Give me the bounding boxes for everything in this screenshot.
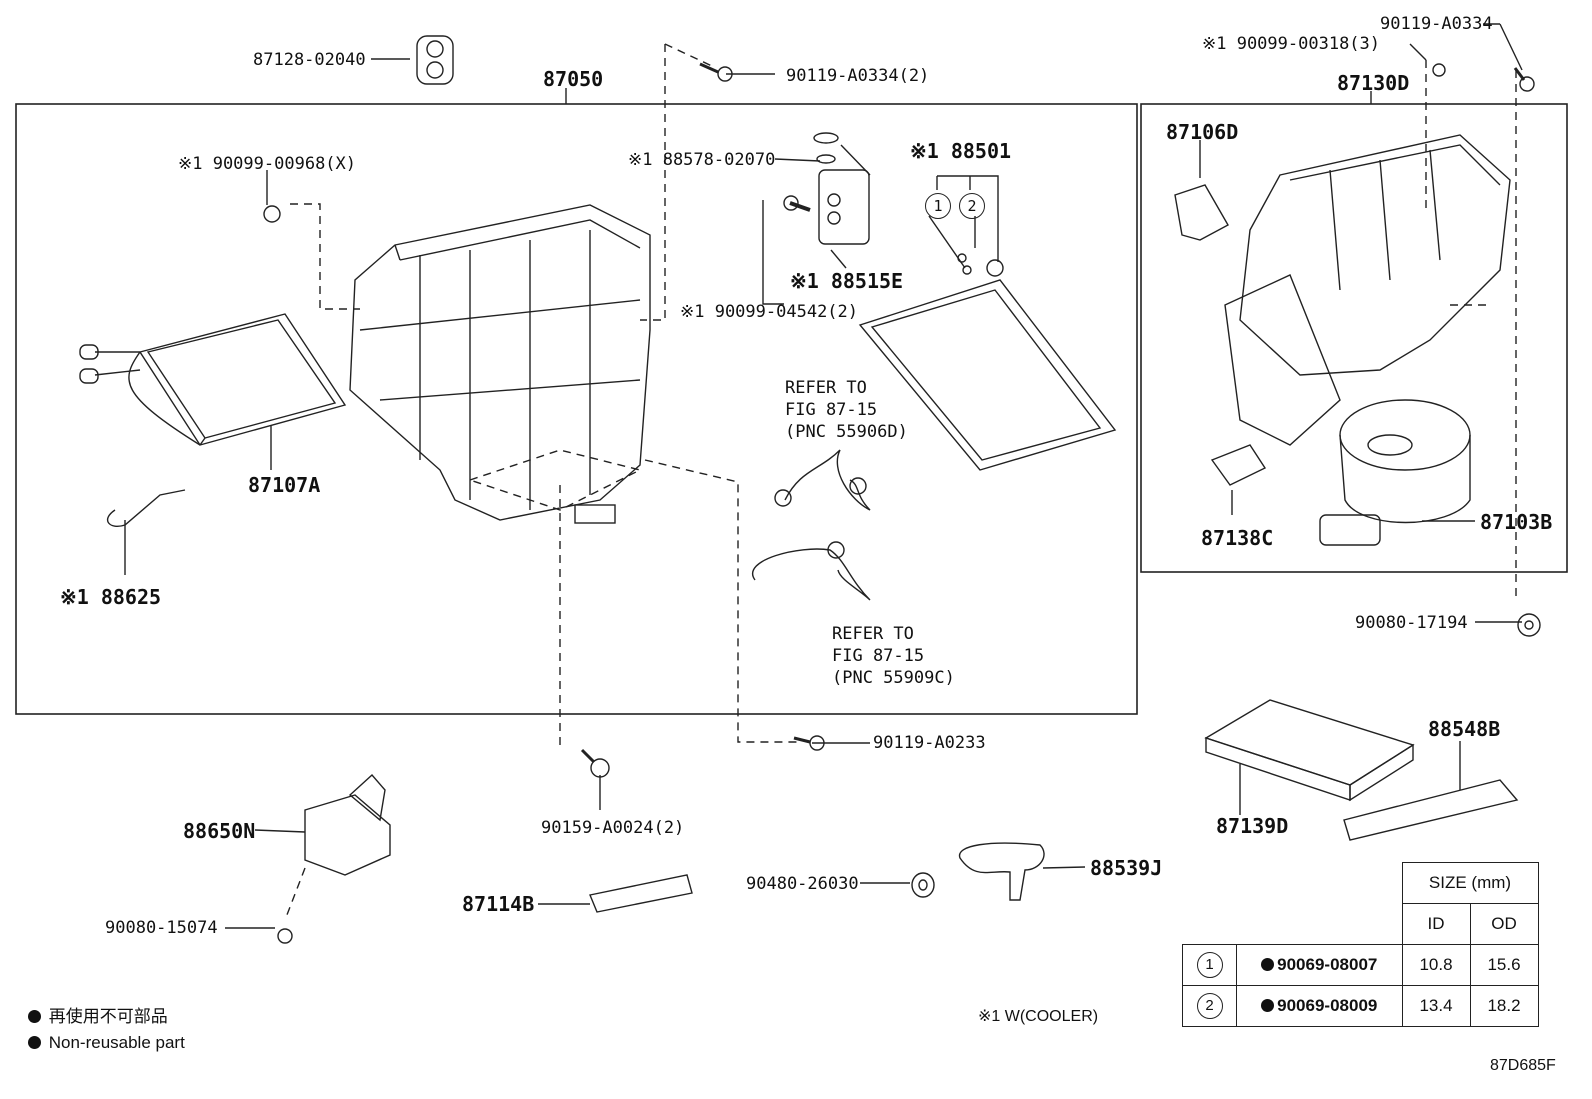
heater-core-87107a [79,313,347,446]
non-reusable-dot-icon [28,1036,41,1049]
refer-1-line2: FIG 87-15 [785,400,878,420]
blower-motor-87103b [1319,399,1471,546]
label-88578: ※1 88578-02070 [628,150,776,170]
size-table: SIZE (mm) ID OD 1 90069-08007 10.8 15.6 … [1182,862,1539,1027]
non-reusable-dot-icon [1261,958,1275,971]
size-table-col-od: OD [1469,903,1539,945]
label-88515e: ※1 88515E [790,269,904,293]
grommet-87128 [416,35,454,85]
label-87138c: 87138C [1201,526,1274,550]
table-row: 1 90069-08007 10.8 15.6 [1182,944,1539,986]
main-assembly-box [15,103,1138,715]
figure-code: 87D685F [1490,1057,1556,1074]
damper-link-87114b [589,874,693,913]
refer-2-line3: (PNC 55909C) [832,668,955,688]
label-88501: ※1 88501 [910,139,1012,163]
row-part: 90069-08007 [1277,955,1378,974]
label-90119-a0233: 90119-A0233 [873,733,986,753]
expansion-valve-88515e [813,132,870,245]
label-87128: 87128-02040 [253,50,366,70]
non-reusable-dot-icon [28,1010,41,1023]
label-90119-a0334: 90119-A0334 [1380,14,1493,34]
refer-2-line1: REFER TO [832,624,914,644]
label-88539j: 88539J [1090,856,1163,880]
label-88548b: 88548B [1428,717,1501,741]
table-row: 2 90069-08009 13.4 18.2 [1182,985,1539,1027]
row-part: 90069-08009 [1277,996,1378,1015]
label-87114b: 87114B [462,892,535,916]
hvac-housing-87050 [349,204,651,524]
servo-87106d [1174,184,1229,241]
size-table-col-id: ID [1401,903,1471,945]
grommet-90480 [911,872,935,898]
label-87107a: 87107A [248,473,321,497]
resistor-87138c [1210,444,1267,486]
legend-en: Non-reusable part [28,1033,185,1053]
row-ref: 1 [1196,952,1223,978]
label-87103b: 87103B [1480,510,1553,534]
w-cooler-note: ※1 W(COOLER) [978,1008,1099,1025]
circle-ref-1: 1 [925,193,951,219]
label-87139d: 87139D [1216,814,1289,838]
refer-1-line1: REFER TO [785,378,867,398]
amplifier-88650n [304,773,391,876]
filter-cover-88548b [1343,779,1519,841]
thermistor-wires [106,449,871,601]
circle-ref-2: 2 [959,193,985,219]
label-87050: 87050 [543,67,604,91]
blower-assembly-box [1140,103,1568,573]
label-88625: ※1 88625 [60,585,162,609]
cabin-filter-87139d [1204,699,1415,802]
size-table-header: SIZE (mm) [1401,862,1539,904]
label-90080-17194: 90080-17194 [1355,613,1468,633]
row-id: 13.4 [1401,985,1471,1027]
label-90159: 90159-A0024(2) [541,818,685,838]
label-87106d: 87106D [1166,120,1239,144]
blower-housing-87130d [1224,134,1511,446]
refer-2-line2: FIG 87-15 [832,646,925,666]
label-90119-a0334-2: 90119-A0334(2) [786,66,930,86]
legend-jp: 再使用不可部品 [28,1007,168,1027]
label-90099-00968: ※1 90099-00968(X) [178,154,357,174]
evaporator [858,253,1117,471]
label-88650n: 88650N [183,819,256,843]
row-od: 18.2 [1469,985,1539,1027]
non-reusable-dot-icon [1261,999,1275,1012]
leader-lines [124,23,1523,929]
bolts [263,62,1541,944]
row-od: 15.6 [1469,944,1539,986]
row-id: 10.8 [1401,944,1471,986]
label-87130d: 87130D [1337,71,1410,95]
row-ref: 2 [1196,993,1223,1019]
label-90480: 90480-26030 [746,874,859,894]
label-90099-04542: ※1 90099-04542(2) [680,302,859,322]
duct-88539j [958,842,1045,901]
label-90080-15074: 90080-15074 [105,918,218,938]
label-90099-00318: ※1 90099-00318(3) [1202,34,1381,54]
refer-1-line3: (PNC 55906D) [785,422,908,442]
